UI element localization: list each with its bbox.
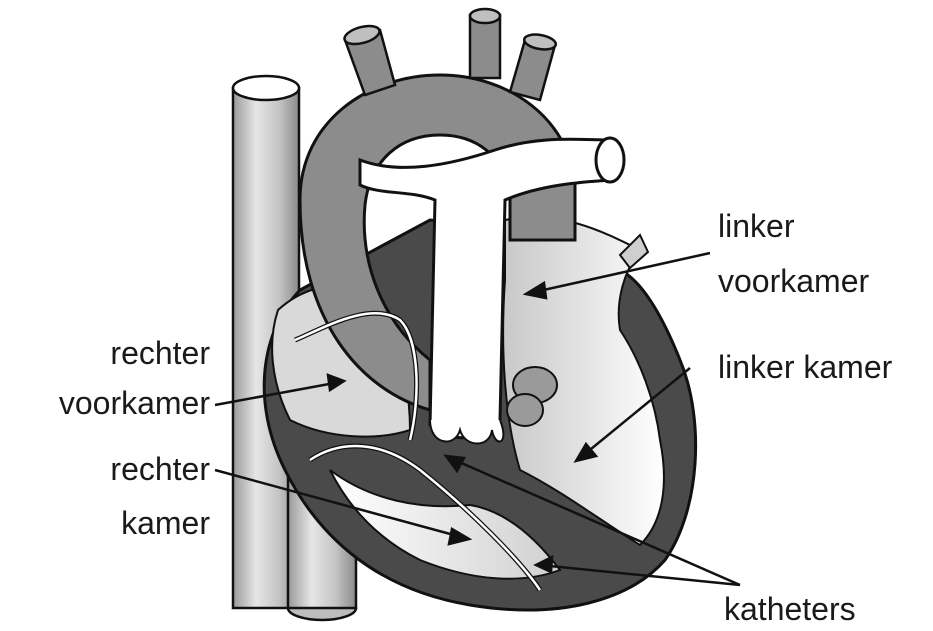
label-linker-voorkamer-1: linker	[718, 208, 795, 244]
label-rechter-kamer-2: kamer	[121, 505, 210, 541]
label-rechter-voorkamer-2: voorkamer	[59, 385, 211, 421]
label-katheters: katheters	[724, 591, 856, 627]
label-rechter-voorkamer-1: rechter	[110, 335, 210, 371]
label-linker-voorkamer-2: voorkamer	[718, 263, 870, 299]
label-linker-kamer: linker kamer	[718, 349, 893, 385]
label-rechter-kamer-1: rechter	[110, 451, 210, 487]
